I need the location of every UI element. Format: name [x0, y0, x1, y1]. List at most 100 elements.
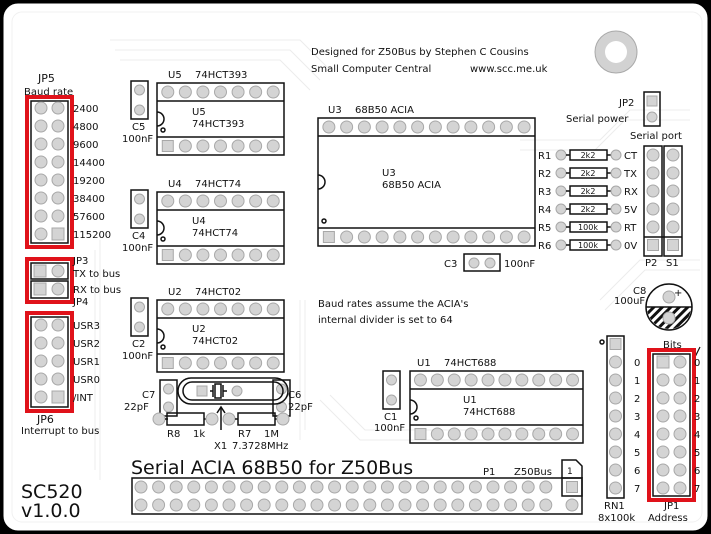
jp6-pin [34, 354, 48, 368]
p1-pin [222, 498, 236, 512]
c4-ref: C4 [132, 231, 145, 242]
u1-pin1 [414, 428, 427, 440]
p1-pin [398, 498, 412, 512]
u3-pin [375, 230, 389, 244]
rn1-index-1: 1 [634, 376, 640, 387]
p2-pin-square [647, 239, 659, 251]
jp3-pin1[interactable] [33, 264, 47, 278]
rn1-pin [609, 391, 622, 405]
rn1-index-4: 4 [634, 430, 640, 441]
p1-pin [169, 498, 183, 512]
jp1-pin [656, 481, 670, 495]
p1-pin [134, 480, 148, 494]
rn1-pin1 [609, 338, 622, 350]
c4-value: 100nF [122, 243, 153, 254]
u4-pin [266, 248, 280, 262]
jp3-header[interactable] [30, 262, 69, 280]
jp4-pin2[interactable] [51, 282, 65, 296]
u3-pin [375, 120, 389, 134]
s1-pin [666, 184, 680, 198]
jp5-label: Baud rate [24, 87, 73, 98]
c7-ref: C7 [142, 390, 155, 401]
rn1-pin [609, 355, 622, 369]
u1-pin [481, 427, 495, 441]
c7-pad [163, 401, 174, 413]
p1-pin [433, 480, 447, 494]
capacitor-c7 [159, 379, 178, 417]
serial-signal-rx: RX [624, 187, 638, 198]
s1-header[interactable] [663, 145, 683, 257]
p2-ref: P2 [645, 258, 657, 269]
p1-pin [169, 480, 183, 494]
pin1-dot [160, 236, 166, 242]
jp1-highlight [647, 348, 696, 502]
jp1-bit-6: 6 [694, 466, 700, 477]
rn1-pin [609, 463, 622, 477]
p1-pin [486, 498, 500, 512]
p1-pin [222, 480, 236, 494]
u2-ref-top: U2 [168, 287, 182, 298]
capacitor-c8: + [645, 283, 693, 331]
jp1-pin [656, 463, 670, 477]
p1-pin [328, 480, 342, 494]
jp6-pads[interactable] [34, 318, 65, 404]
chip-u3 [317, 117, 536, 247]
jp5-header[interactable] [30, 100, 69, 244]
u4-pin [266, 194, 280, 208]
jp1-pin [673, 373, 687, 387]
p1-pin [521, 480, 535, 494]
p1-pin1 [566, 481, 578, 493]
jp6-label: Interrupt to bus [21, 426, 99, 437]
interrupt-option-usr1: USR1 [73, 357, 100, 368]
pin1-dot [160, 127, 166, 133]
jp5-pin [51, 119, 65, 133]
r4-ref: R4 [538, 205, 551, 216]
p1-pin [152, 480, 166, 494]
u1-pin [566, 427, 580, 441]
c7-value: 22pF [124, 402, 149, 413]
jp2-pin2[interactable] [646, 111, 658, 123]
jp1-header[interactable] [652, 353, 691, 497]
p1-ref: P1 [483, 467, 495, 478]
u2-pin [231, 302, 245, 316]
p1-pin [486, 480, 500, 494]
u2-pin [249, 302, 263, 316]
u3-pin [357, 230, 371, 244]
p2-pin [646, 166, 660, 180]
jp4-pin1[interactable] [33, 282, 47, 296]
u5-pin [196, 85, 210, 99]
r2-ref: R2 [538, 169, 551, 180]
u2-pin [214, 356, 227, 370]
u3-pin [393, 120, 407, 134]
p1-pin [328, 498, 342, 512]
interrupt-option-int: /INT [73, 393, 94, 404]
resistor-r7 [222, 412, 290, 426]
jp1-pads[interactable] [656, 355, 687, 495]
jp3-pin2[interactable] [51, 264, 65, 278]
jp2-header[interactable] [643, 91, 661, 127]
jp6-header[interactable] [30, 316, 69, 408]
p1-pin [204, 498, 218, 512]
pad [610, 149, 622, 161]
chip-u5 [156, 82, 285, 156]
u3-pin [482, 230, 496, 244]
jp2-pin1[interactable] [646, 95, 658, 107]
mounting-hole [594, 30, 638, 74]
x1-ref: X1 [214, 441, 227, 452]
jp1-bit-0: 0 [694, 358, 700, 369]
u3-pin [411, 230, 425, 244]
u1-pin [532, 373, 546, 387]
p1-pin [451, 498, 465, 512]
p1-pin [363, 498, 377, 512]
jp6-pin [51, 372, 65, 386]
p2-header[interactable] [643, 145, 663, 257]
p1-pin [134, 498, 148, 512]
jp5-pads[interactable] [34, 101, 65, 241]
r1-ref: R1 [538, 151, 551, 162]
u5-pin [231, 139, 245, 153]
jp4-header[interactable] [30, 280, 69, 299]
jp3-ref: JP3 [72, 256, 88, 267]
r2-value: 2k2 [581, 169, 596, 178]
